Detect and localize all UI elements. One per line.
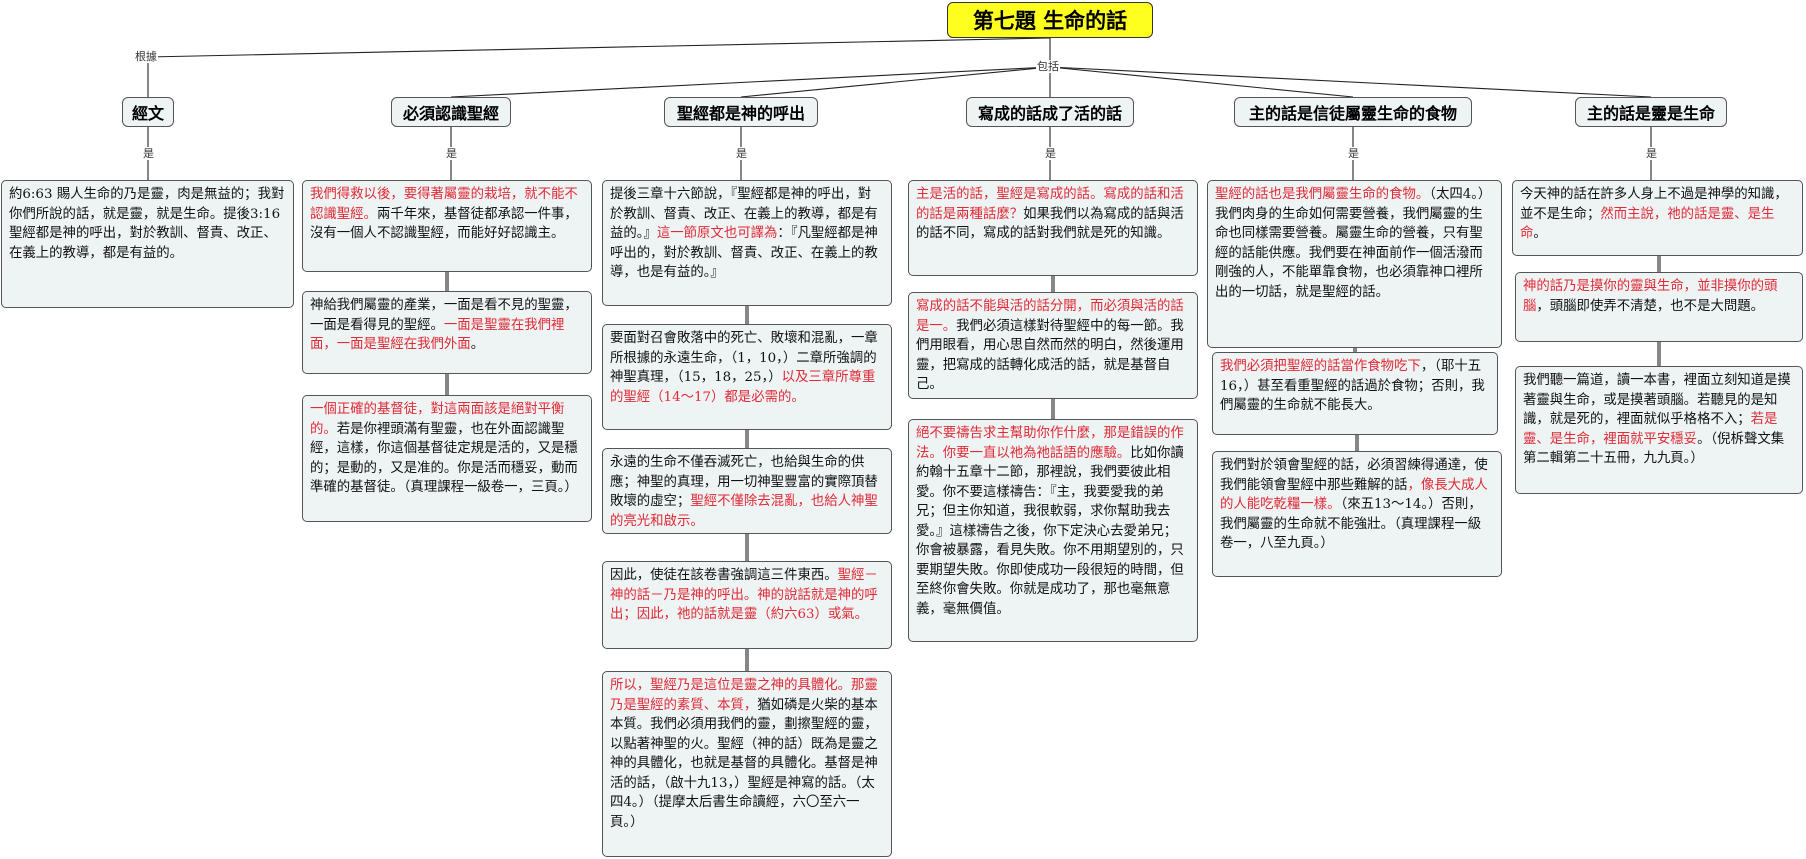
note-text: 今天神的話在許多人身上不過是神學的知識，並不是生命； xyxy=(1520,187,1788,222)
highlight-text: 聖經－神的話－乃是神的呼出。神的說話就是神的呼出；因此，祂的話就是靈（約六63）… xyxy=(610,568,878,622)
note-text: 若是你裡頭滿有聖靈，也在外面認識聖經，這樣，你這個基督徒定規是活的，又是穩的；是… xyxy=(310,421,578,496)
note-text: 我們必須這樣對待聖經中的每一節。我們用眼看，用心思自然而然的明白，然後運用靈，把… xyxy=(916,318,1184,393)
link-label-baokuo: 包括 xyxy=(1036,60,1060,73)
link-label-shi-1: 是 xyxy=(142,146,155,160)
note-4-2[interactable]: 寫成的話不能與活的話分開，而必須與活的話是一。我們必須這樣對待聖經中的每一節。我… xyxy=(908,292,1198,399)
note-text: ，（耶十五16，）甚至看重聖經的話過於食物；否則，我們屬靈的生命就不能長大。 xyxy=(1220,359,1485,413)
highlight-text: 以及三章所尊重的聖經（14～17）都是必需的。 xyxy=(610,370,876,405)
link-label-shi-2: 是 xyxy=(445,146,458,160)
root-topic[interactable]: 第七題 生命的話 xyxy=(947,2,1153,38)
note-1-1[interactable]: 約6:63 賜人生命的乃是靈，肉是無益的；我對你們所說的話，就是靈，就是生命。提… xyxy=(1,180,294,308)
highlight-text: 一面是聖靈在我們裡面，一面是聖經在我們外面 xyxy=(310,317,565,353)
topic-6[interactable]: 主的話是靈是生命 xyxy=(1575,97,1727,127)
topic-2[interactable]: 必須認識聖經 xyxy=(391,97,511,127)
note-2-2[interactable]: 神給我們屬靈的產業，一面是看不見的聖靈，一面是看得見的聖經。一面是聖靈在我們裡面… xyxy=(302,291,592,374)
note-4-1[interactable]: 主是活的話，聖經是寫成的話。寫成的話和活的話是兩種話麼？如果我們以為寫成的話與活… xyxy=(908,180,1198,276)
highlight-text: 然而主說，祂的話是靈、是生命 xyxy=(1520,206,1775,242)
highlight-text: 神的話乃是摸你的靈與生命，並非摸你的頭腦 xyxy=(1523,279,1778,314)
note-6-1[interactable]: 今天神的話在許多人身上不過是神學的知識，並不是生命；然而主說，祂的話是靈、是生命… xyxy=(1512,180,1803,256)
note-text: 要面對召會敗落中的死亡、敗壞和混亂，一章所根據的永遠生命，（1，10，）二章所強… xyxy=(610,331,878,385)
branch-line-5 xyxy=(1049,66,1652,98)
note-5-1[interactable]: 聖經的話也是我們屬靈生命的食物。（太四4。）我們肉身的生命如何需要營養，我們屬靈… xyxy=(1207,180,1502,348)
note-text: 比如你讀約翰十五章十二節，那裡說，我們要彼此相愛。你不要這樣禱告：『主，我要愛我… xyxy=(916,445,1184,617)
highlight-text: 所以，聖經乃是這位是靈之神的具體化。那靈乃是聖經的素質、本質， xyxy=(610,678,878,713)
note-3-2[interactable]: 要面對召會敗落中的死亡、敗壞和混亂，一章所根據的永遠生命，（1，10，）二章所強… xyxy=(602,324,892,430)
link-label-shi-4: 是 xyxy=(1044,146,1057,160)
note-6-2[interactable]: 神的話乃是摸你的靈與生命，並非摸你的頭腦，頭腦即使弄不清楚，也不是大問題。 xyxy=(1515,272,1803,342)
note-text: 永遠的生命不僅吞滅死亡，也給與生命的供應；神聖的真理，用一切神聖豐富的實際頂替敗… xyxy=(610,455,878,509)
link-label-shi-5: 是 xyxy=(1347,146,1360,160)
topic-3[interactable]: 聖經都是神的呼出 xyxy=(664,97,818,127)
link-label-shi-3: 是 xyxy=(735,146,748,160)
note-text: （來五13～14。）否則，我們屬靈的生命就不能強壯。（真理課程一級卷一，八至九頁… xyxy=(1220,497,1482,551)
highlight-text: 主是活的話，聖經是寫成的話。寫成的話和活的話是兩種話麼？ xyxy=(916,187,1184,222)
note-text: 我們聽一篇道，讀一本書，裡面立刻知道是摸著靈與生命，或是摸著頭腦。若聽見的是知識… xyxy=(1523,373,1791,427)
note-3-3[interactable]: 永遠的生命不僅吞滅死亡，也給與生命的供應；神聖的真理，用一切神聖豐富的實際頂替敗… xyxy=(602,448,892,534)
note-2-3[interactable]: 一個正確的基督徒，對這兩面該是絕對平衡的。若是你裡頭滿有聖靈，也在外面認識聖經，… xyxy=(302,395,592,522)
note-text: 。 xyxy=(470,337,485,352)
link-label-genju: 根據 xyxy=(134,50,158,63)
topic-5[interactable]: 主的話是信徒屬靈生命的食物 xyxy=(1234,97,1472,127)
highlight-text: ，像長大成人的人能吃乾糧一樣。 xyxy=(1220,477,1488,513)
highlight-text: 一個正確的基督徒，對這兩面該是絕對平衡的。 xyxy=(310,402,565,437)
highlight-text: 絕不要禱告求主幫助你作什麼，那是錯誤的作法。你要一直以祂為祂話語的應驗。 xyxy=(916,426,1184,461)
note-3-5[interactable]: 所以，聖經乃是這位是靈之神的具體化。那靈乃是聖經的素質、本質，猶如磷是火柴的基本… xyxy=(602,671,892,857)
note-3-1[interactable]: 提後三章十六節說，『聖經都是神的呼出，對於教訓、督責、改正、在義上的教導，都是有… xyxy=(602,180,892,306)
note-text: 猶如磷是火柴的基本本質。我們必須用我們的靈，劃擦聖經的靈，以點著神聖的火。聖經（… xyxy=(610,697,878,830)
note-text: 提後三章十六節說，『聖經都是神的呼出，對於教訓、督責、改正、在義上的教導，都是有… xyxy=(610,187,878,241)
note-text: 兩千年來，基督徒都承認一件事，沒有一個人不認識聖經，而能好好認識主。 xyxy=(310,206,578,242)
highlight-text: 我們必須把聖經的話當作食物吃下 xyxy=(1220,359,1421,374)
branch-line-genju xyxy=(147,37,1051,58)
note-5-3[interactable]: 我們對於領會聖經的話，必須習練得通達，使我們能領會聖經中那些難解的話，像長大成人… xyxy=(1212,451,1502,577)
note-text: （太四4。）我們肉身的生命如何需要營養，我們屬靈的生命也同樣需要營養。屬靈生命的… xyxy=(1215,187,1492,300)
highlight-text: 寫成的話不能與活的話分開，而必須與活的話是一。 xyxy=(916,299,1184,334)
link-label-shi-6: 是 xyxy=(1645,146,1658,160)
note-text: 因此，使徒在該卷書強調這三件東西。 xyxy=(610,568,838,583)
branch-line-4 xyxy=(1049,66,1354,98)
note-text: 約6:63 賜人生命的乃是靈，肉是無益的；我對你們所說的話，就是靈，就是生命。 xyxy=(9,187,285,222)
topic-4[interactable]: 寫成的話成了活的話 xyxy=(966,97,1134,127)
note-3-4[interactable]: 因此，使徒在該卷書強調這三件東西。聖經－神的話－乃是神的呼出。神的說話就是神的呼… xyxy=(602,561,892,649)
note-text: 如果我們以為寫成的話與活的話不同，寫成的話對我們就是死的知識。 xyxy=(916,206,1184,242)
note-5-2[interactable]: 我們必須把聖經的話當作食物吃下，（耶十五16，）甚至看重聖經的話過於食物；否則，… xyxy=(1212,352,1498,435)
note-text: 神給我們屬靈的產業，一面是看不見的聖靈，一面是看得見的聖經。 xyxy=(310,298,578,333)
note-text: 我們對於領會聖經的話，必須習練得通達，使我們能領會聖經中那些難解的話 xyxy=(1220,458,1488,493)
note-text: 提後3:16 聖經都是神的呼出，對於教訓、督責、改正、在義上的教導，都是有益的。 xyxy=(9,206,281,261)
note-2-1[interactable]: 我們得救以後，要得著屬靈的栽培，就不能不認識聖經。兩千年來，基督徒都承認一件事，… xyxy=(302,180,592,272)
branch-line-1 xyxy=(450,66,1051,98)
highlight-text: 若是靈、是生命，裡面就平安穩妥 xyxy=(1523,412,1778,447)
highlight-text: 我們得救以後，要得著屬靈的栽培，就不能不認識聖經。 xyxy=(310,187,578,222)
note-6-3[interactable]: 我們聽一篇道，讀一本書，裡面立刻知道是摸著靈與生命，或是摸著頭腦。若聽見的是知識… xyxy=(1515,366,1803,494)
topic-1[interactable]: 經文 xyxy=(122,97,174,127)
note-text: 。 xyxy=(1533,226,1547,241)
highlight-text: 聖經不僅除去混亂，也給人神聖的亮光和啟示。 xyxy=(610,494,878,529)
note-text: ：『凡聖經都是神呼出的，對於教訓、督責、改正、在義上的教導，也是有益的。』 xyxy=(610,226,878,280)
highlight-text: 聖經的話也是我們屬靈生命的食物。 xyxy=(1215,187,1430,202)
note-4-3[interactable]: 絕不要禱告求主幫助你作什麼，那是錯誤的作法。你要一直以祂為祂話語的應驗。比如你讀… xyxy=(908,419,1198,642)
highlight-text: 這一節原文也可譯為 xyxy=(656,226,778,241)
note-text: 。（倪柝聲文集第二輯第二十五冊，九九頁。） xyxy=(1523,431,1785,467)
note-text: ，頭腦即使弄不清楚，也不是大問題。 xyxy=(1536,298,1765,314)
branch-line-2 xyxy=(740,66,1051,98)
